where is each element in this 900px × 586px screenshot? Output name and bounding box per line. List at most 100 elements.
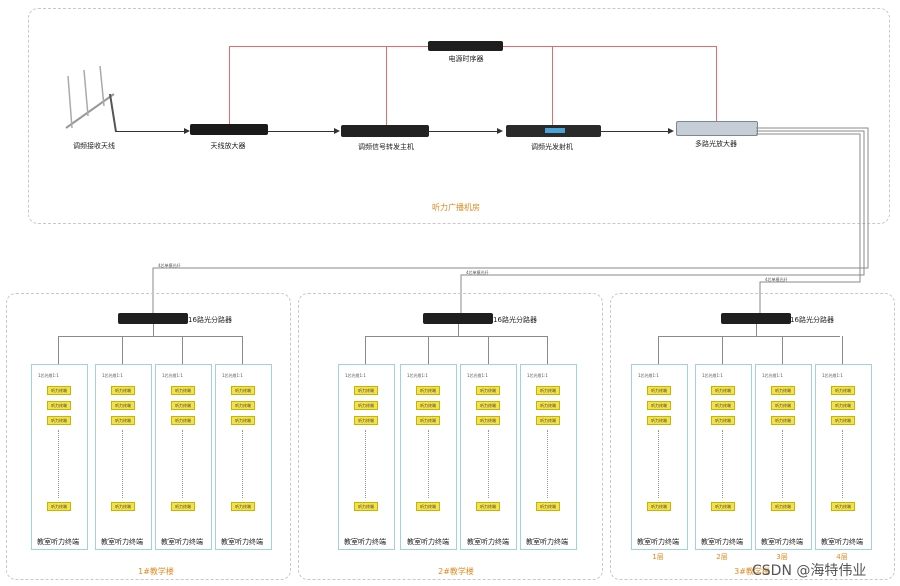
column-feed bbox=[722, 336, 723, 364]
terminal-column bbox=[520, 364, 577, 550]
terminal-box: 听力终端 bbox=[231, 386, 255, 395]
terminal-box: 听力终端 bbox=[476, 386, 500, 395]
terminal-box: 听力终端 bbox=[416, 386, 440, 395]
column-title: 教室听力终端 bbox=[821, 538, 863, 546]
power-bus-line bbox=[229, 46, 428, 47]
arrow-icon bbox=[668, 128, 674, 134]
power-sequencer-device bbox=[428, 41, 503, 51]
column-feed bbox=[428, 336, 429, 364]
signal-line bbox=[116, 131, 186, 132]
arrow-icon bbox=[184, 128, 190, 134]
column-header: 1芯光缆1:1 bbox=[702, 373, 723, 378]
power-sequencer-label: 电源时序器 bbox=[448, 55, 484, 63]
terminal-box: 听力终端 bbox=[416, 401, 440, 410]
power-line bbox=[229, 46, 230, 124]
more-terminals-dots bbox=[242, 430, 243, 498]
splitter-drop bbox=[756, 324, 757, 336]
power-line bbox=[552, 46, 553, 125]
column-header: 1芯光缆1:1 bbox=[467, 373, 488, 378]
terminal-box: 听力终端 bbox=[47, 401, 71, 410]
terminal-box: 听力终端 bbox=[647, 502, 671, 511]
terminal-column bbox=[815, 364, 872, 550]
building-3-zone bbox=[610, 293, 895, 580]
terminal-box: 听力终端 bbox=[416, 416, 440, 425]
cable-label: 4芯单模光纤 bbox=[765, 277, 788, 282]
arrow-icon bbox=[497, 128, 503, 134]
column-title: 教室听力终端 bbox=[526, 538, 568, 546]
power-bus-line bbox=[503, 46, 716, 47]
terminal-column bbox=[755, 364, 812, 550]
terminal-column bbox=[338, 364, 395, 550]
fm-host-device bbox=[341, 125, 429, 137]
terminal-box: 听力终端 bbox=[476, 502, 500, 511]
terminal-box: 听力终端 bbox=[111, 386, 135, 395]
power-line bbox=[716, 46, 717, 121]
column-title: 教室听力终端 bbox=[344, 538, 386, 546]
terminal-box: 听力终端 bbox=[831, 401, 855, 410]
terminal-box: 听力终端 bbox=[831, 386, 855, 395]
column-feed bbox=[842, 336, 843, 364]
column-header: 1芯光缆1:1 bbox=[527, 373, 548, 378]
column-feed bbox=[488, 336, 489, 364]
antenna-label: 调频接收天线 bbox=[73, 142, 115, 150]
terminal-box: 听力终端 bbox=[711, 386, 735, 395]
optical-splitter-device bbox=[721, 313, 791, 324]
column-header: 1芯光缆1:1 bbox=[162, 373, 183, 378]
more-terminals-dots bbox=[58, 430, 59, 498]
terminal-box: 听力终端 bbox=[711, 401, 735, 410]
more-terminals-dots bbox=[842, 430, 843, 498]
column-header: 1芯光缆1:1 bbox=[407, 373, 428, 378]
terminal-column bbox=[31, 364, 88, 550]
terminal-box: 听力终端 bbox=[647, 386, 671, 395]
floor-label: 4层 bbox=[836, 553, 848, 561]
column-feed bbox=[122, 336, 123, 364]
column-feed bbox=[182, 336, 183, 364]
terminal-column bbox=[155, 364, 212, 550]
splitter-bus bbox=[658, 336, 840, 337]
terminal-box: 听力终端 bbox=[354, 502, 378, 511]
more-terminals-dots bbox=[782, 430, 783, 498]
terminal-box: 听力终端 bbox=[536, 416, 560, 425]
column-header: 1芯光缆1:1 bbox=[822, 373, 843, 378]
more-terminals-dots bbox=[722, 430, 723, 498]
column-feed bbox=[58, 336, 59, 364]
optical-splitter-device bbox=[118, 313, 188, 324]
column-header: 1芯光缆1:1 bbox=[638, 373, 659, 378]
antenna-amplifier-device bbox=[190, 124, 268, 135]
terminal-box: 听力终端 bbox=[171, 502, 195, 511]
terminal-box: 听力终端 bbox=[647, 401, 671, 410]
splitter-drop bbox=[153, 324, 154, 336]
optical-amplifier-label: 多路光放大器 bbox=[695, 140, 737, 148]
terminal-box: 听力终端 bbox=[831, 416, 855, 425]
terminal-box: 听力终端 bbox=[711, 502, 735, 511]
terminal-box: 听力终端 bbox=[476, 416, 500, 425]
terminal-column bbox=[695, 364, 752, 550]
signal-line bbox=[268, 131, 336, 132]
terminal-box: 听力终端 bbox=[536, 386, 560, 395]
terminal-box: 听力终端 bbox=[111, 416, 135, 425]
column-title: 教室听力终端 bbox=[407, 538, 449, 546]
signal-line bbox=[601, 131, 670, 132]
splitter-drop bbox=[458, 324, 459, 336]
more-terminals-dots bbox=[547, 430, 548, 498]
terminal-box: 听力终端 bbox=[647, 416, 671, 425]
terminal-column bbox=[631, 364, 688, 550]
watermark: CSDN @海特伟业 bbox=[752, 563, 867, 579]
column-title: 教室听力终端 bbox=[37, 538, 79, 546]
building-1-zone bbox=[6, 293, 291, 580]
column-header: 1芯光缆1:1 bbox=[762, 373, 783, 378]
column-title: 教室听力终端 bbox=[221, 538, 263, 546]
more-terminals-dots bbox=[365, 430, 366, 498]
more-terminals-dots bbox=[122, 430, 123, 498]
terminal-box: 听力终端 bbox=[771, 502, 795, 511]
machine-room-title: 听力广播机房 bbox=[432, 203, 480, 212]
terminal-box: 听力终端 bbox=[831, 502, 855, 511]
floor-label: 1层 bbox=[652, 553, 664, 561]
cable-label: 4芯单模光纤 bbox=[466, 270, 489, 275]
building-2-title: 2#教学楼 bbox=[438, 567, 474, 576]
terminal-column bbox=[215, 364, 272, 550]
building-1-title: 1#教学楼 bbox=[138, 567, 174, 576]
column-header: 1芯光缆1:1 bbox=[102, 373, 123, 378]
optical-splitter-label: 16路光分路器 bbox=[790, 316, 834, 324]
